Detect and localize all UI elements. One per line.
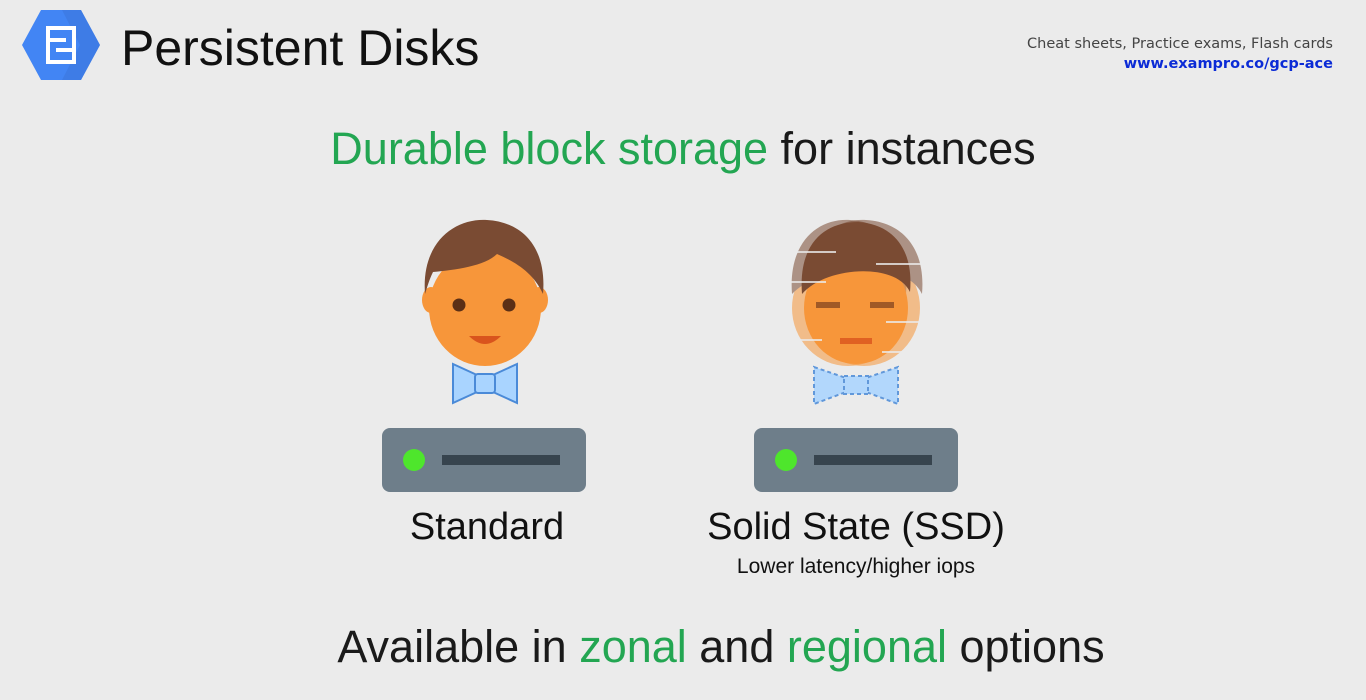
persistent-disk-logo-icon (22, 10, 100, 80)
zonal-highlight: zonal (579, 621, 687, 672)
promo-text: Cheat sheets, Practice exams, Flash card… (1027, 36, 1333, 52)
ssd-sublabel: Lower latency/higher iops (736, 555, 976, 578)
promo-link[interactable]: www.exampro.co/gcp-ace (1123, 56, 1333, 72)
headline-highlight: Durable block storage (330, 123, 769, 174)
server-disk-icon (382, 428, 586, 492)
standard-label: Standard (409, 506, 565, 548)
availability-text-1: Available in (337, 621, 580, 672)
availability-text-3: options (947, 621, 1105, 672)
availability-note: Available in zonal and regional options (0, 618, 1366, 676)
availability-text-2: and (686, 621, 787, 672)
fast-person-icon (786, 212, 926, 412)
ssd-label: Solid State (SSD) (707, 506, 1005, 548)
headline-rest: for instances (768, 123, 1036, 174)
promo-block: Cheat sheets, Practice exams, Flash card… (1027, 34, 1333, 74)
headline: Durable block storage for instances (0, 120, 1366, 178)
page-title: Persistent Disks (121, 20, 480, 76)
regional-highlight: regional (786, 621, 947, 672)
server-disk-icon (754, 428, 958, 492)
person-icon (415, 212, 555, 412)
